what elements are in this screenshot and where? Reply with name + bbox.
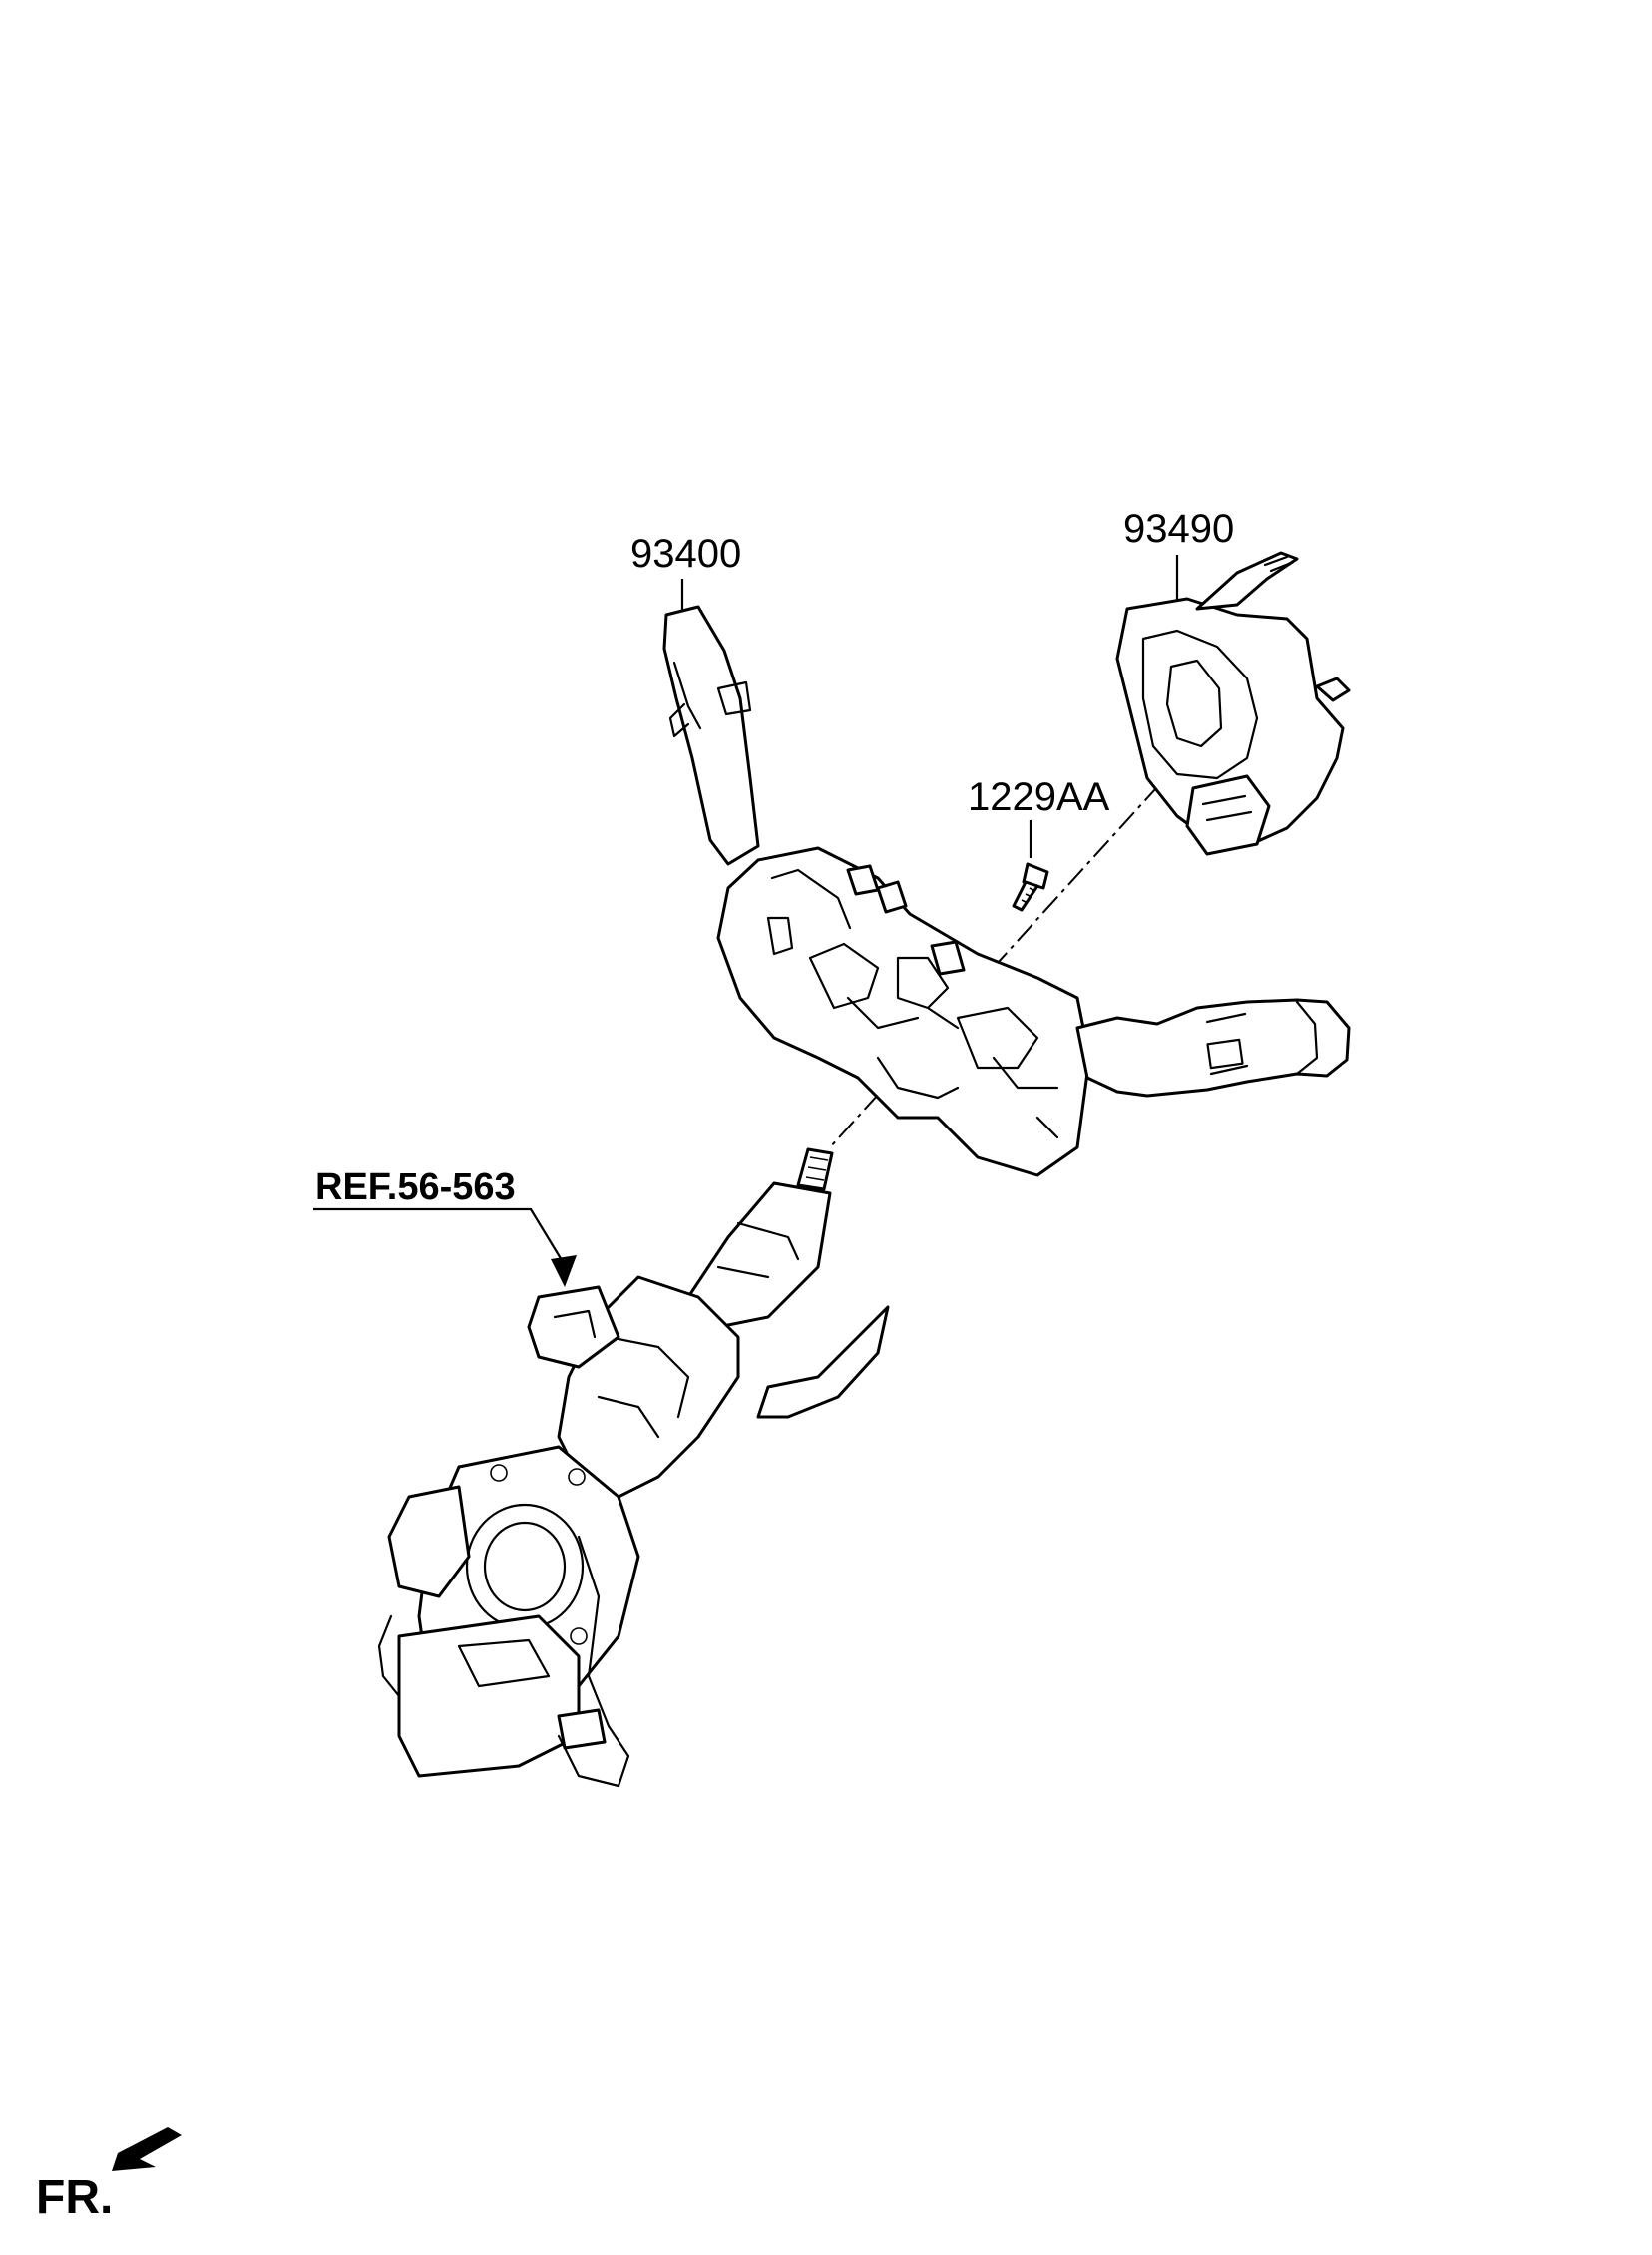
label-1229AA: 1229AA (968, 775, 1110, 819)
screw-1229AA (1012, 862, 1049, 912)
label-93400: 93400 (630, 532, 741, 576)
ref-arrowhead (551, 1255, 577, 1287)
assembly-axis-line (829, 755, 1186, 1148)
front-arrow-icon (112, 2127, 182, 2171)
label-ref-56-563: REF.56-563 (315, 1166, 516, 1208)
leader-lines (313, 555, 1179, 1287)
clock-spring-93490 (1115, 551, 1351, 856)
steering-column (377, 1147, 890, 1788)
label-93490: 93490 (1123, 507, 1234, 551)
label-front: FR. (36, 2171, 113, 2224)
multifunction-switch-93400 (662, 605, 1351, 1177)
